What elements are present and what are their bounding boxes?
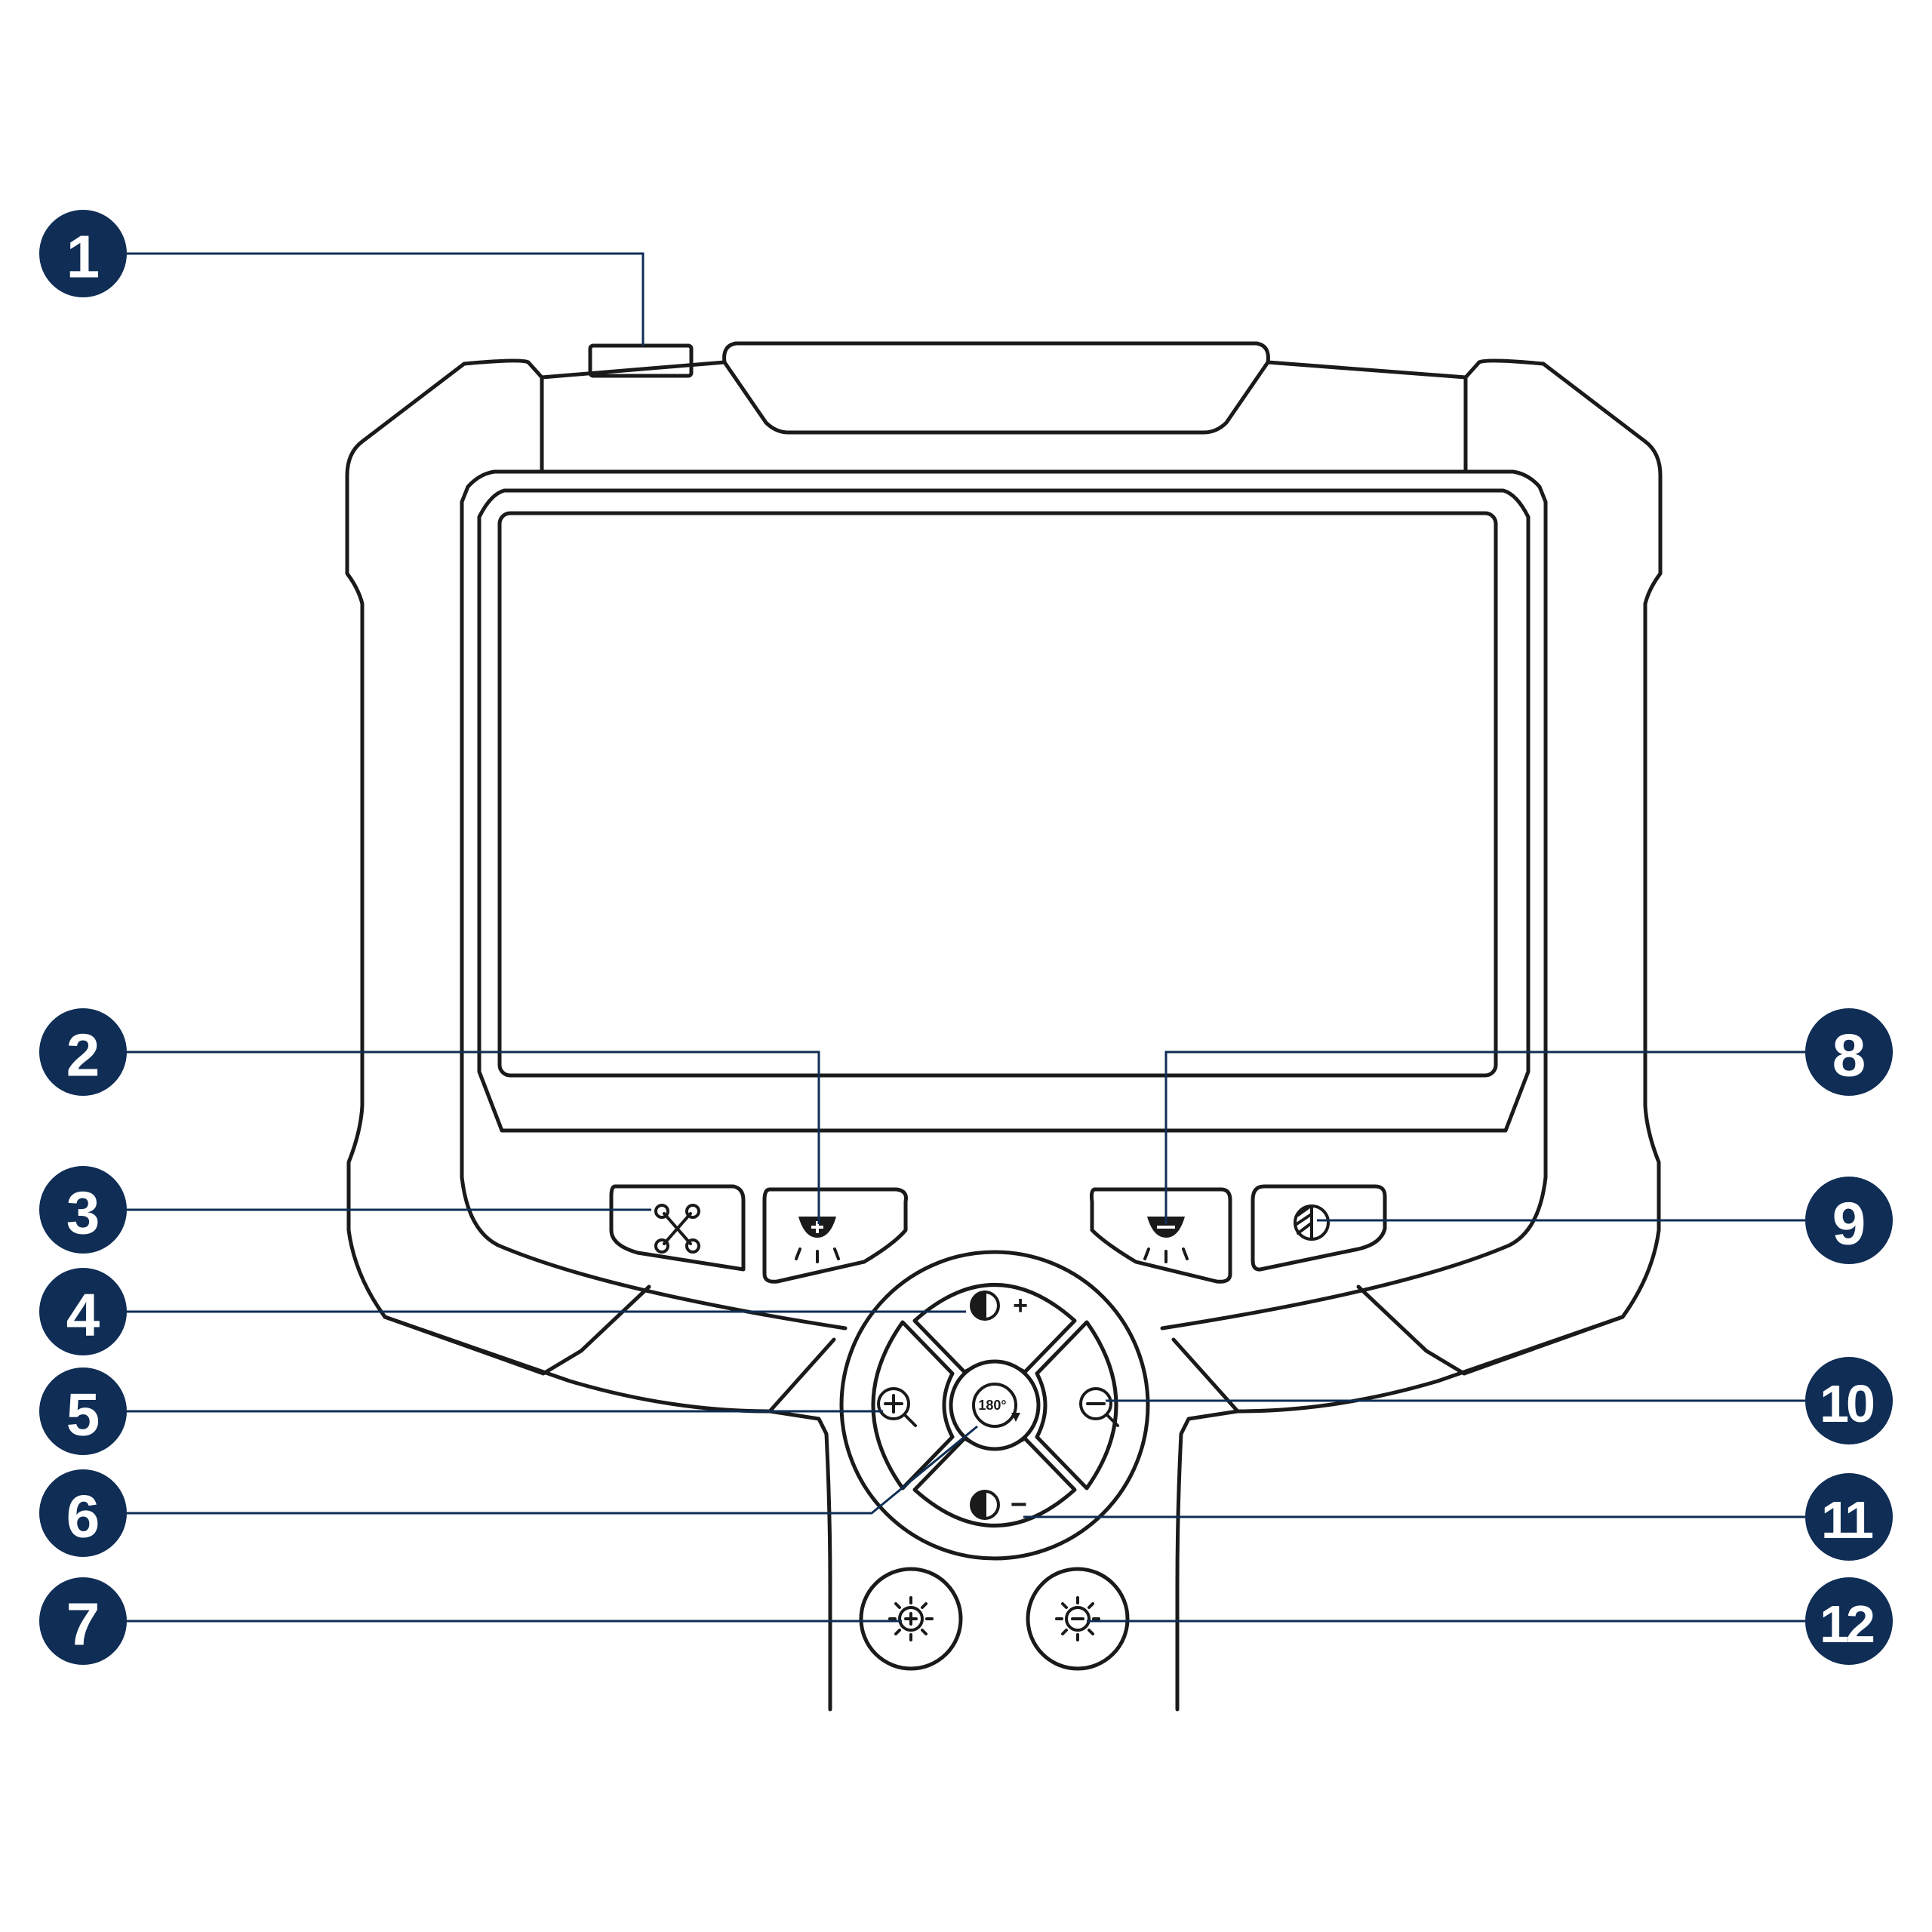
svg-text:11: 11 [1821, 1491, 1872, 1549]
svg-text:7: 7 [66, 1591, 100, 1658]
zoom-in-icon [877, 1387, 917, 1427]
svg-text:6: 6 [66, 1483, 100, 1550]
right-grip-detail [1356, 1284, 1625, 1376]
leader-8 [1164, 1051, 1805, 1224]
left-grip-detail [383, 1284, 651, 1376]
leader-1 [127, 252, 645, 346]
svg-text:9: 9 [1832, 1190, 1866, 1257]
led-minus-button[interactable] [1089, 1187, 1232, 1284]
svg-text:3: 3 [66, 1180, 100, 1247]
callout-4: 4 [39, 1268, 127, 1355]
rotate-180-icon: 180° [972, 1383, 1020, 1428]
contrast-icon [1294, 1204, 1330, 1241]
rotate-180-button[interactable]: 180° [949, 1359, 1041, 1451]
callout-2: 2 [39, 1008, 127, 1096]
device-body [345, 341, 1663, 1712]
screen-bezel [460, 469, 1548, 1180]
svg-text:5: 5 [66, 1381, 100, 1448]
svg-text:+: + [1013, 1291, 1028, 1320]
brightness-plus-icon [888, 1596, 934, 1641]
zoom-out-button[interactable] [1035, 1320, 1119, 1491]
contrast-mode-button[interactable] [1251, 1184, 1387, 1272]
menu-button[interactable] [609, 1184, 746, 1272]
leader-lines [127, 252, 1805, 1623]
front-buttons [609, 1184, 1387, 1284]
leader-2 [127, 1051, 820, 1224]
display-screen [497, 511, 1498, 1078]
callout-12: 12 [1805, 1577, 1893, 1665]
svg-text:−: − [1011, 1489, 1027, 1521]
svg-text:12: 12 [1820, 1595, 1874, 1654]
callout-3: 3 [39, 1166, 127, 1254]
zoom-in-button[interactable] [871, 1320, 955, 1491]
callout-7: 7 [39, 1577, 127, 1665]
brightness-minus-icon [1055, 1596, 1100, 1641]
led-minus-icon [1143, 1217, 1189, 1263]
handle-left-edge [768, 1337, 836, 1414]
callout-1: 1 [39, 210, 127, 297]
dpad-ring [839, 1250, 1150, 1561]
led-plus-icon [795, 1217, 840, 1263]
svg-text:8: 8 [1832, 1022, 1866, 1089]
contrast-plus-icon: + [970, 1291, 1028, 1321]
brightness-minus-button[interactable] [1026, 1567, 1130, 1671]
brightness-plus-button[interactable] [859, 1567, 963, 1671]
svg-text:1: 1 [66, 223, 100, 291]
screen-frame [477, 488, 1531, 1133]
svg-text:10: 10 [1820, 1374, 1874, 1433]
leader-6 [127, 1425, 978, 1515]
callout-11: 11 [1805, 1473, 1893, 1561]
led-plus-button[interactable] [762, 1187, 908, 1284]
svg-text:4: 4 [66, 1281, 100, 1349]
svg-text:180°: 180° [978, 1398, 1006, 1413]
handle-right-edge [1171, 1337, 1240, 1414]
device-outline [345, 358, 1663, 1712]
dpad: + − [839, 1250, 1150, 1561]
callout-9: 9 [1805, 1177, 1893, 1264]
callout-10: 10 [1805, 1357, 1893, 1444]
callout-6: 6 [39, 1469, 127, 1557]
command-icon [654, 1204, 700, 1254]
svg-text:2: 2 [66, 1022, 100, 1089]
contrast-plus-button[interactable]: + [912, 1283, 1077, 1374]
contrast-minus-icon: − [970, 1489, 1027, 1521]
zoom-out-icon [1079, 1387, 1119, 1427]
top-handle [722, 341, 1270, 435]
callout-8: 8 [1805, 1008, 1893, 1096]
bezel-lower-curve [460, 1175, 1548, 1331]
callout-badges: 1 2 3 4 5 6 7 8 [39, 210, 1893, 1665]
callout-5: 5 [39, 1367, 127, 1455]
